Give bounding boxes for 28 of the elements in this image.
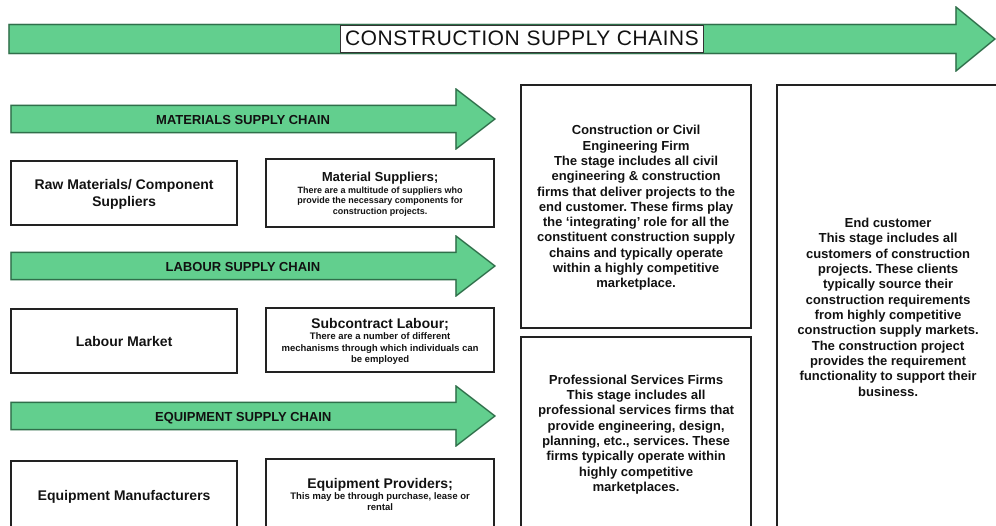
- box-heading: Subcontract Labour;: [311, 314, 449, 332]
- box-text: The stage includes all civil engineering & construction firms that deliver projects to the end customer. These firms play the ‘integrating’ role for all the constituent construction supply chains and typically operate within a highly competitive marketplace.: [536, 152, 736, 291]
- box-heading: Construction or Civil Engineering Firm: [570, 122, 702, 153]
- text-box: [776, 84, 996, 526]
- box-heading: Professional Services Firms: [548, 372, 724, 388]
- box-heading: Equipment Providers;: [307, 474, 453, 492]
- box-text: There are a multitude of suppliers who provide the necessary components for construction projects.: [296, 184, 464, 217]
- text-box: [265, 307, 495, 373]
- arrow-label: MATERIALS SUPPLY CHAIN: [156, 112, 330, 126]
- box-text: This may be through purchase, lease or rental: [289, 491, 471, 514]
- arrow-label: LABOUR SUPPLY CHAIN: [166, 258, 320, 274]
- box-heading: Raw Materials/ Component Suppliers: [34, 176, 214, 210]
- box-heading: End customer: [844, 215, 932, 230]
- text-box: [520, 336, 752, 526]
- box-text: There are a number of different mechanisms through which individuals can be employed: [281, 331, 479, 366]
- box-heading: Equipment Manufacturers: [38, 486, 210, 504]
- box-text: This stage includes all professional services firms that provide engineering, design, planning, etc., services. These firms typically operate within highly competitive marketplaces.: [537, 387, 735, 494]
- text-box: [265, 158, 495, 228]
- text-box: [10, 160, 238, 226]
- text-box: [10, 460, 238, 526]
- box-heading: Labour Market: [76, 332, 172, 350]
- box-heading: Material Suppliers;: [322, 169, 438, 185]
- arrow-label: EQUIPMENT SUPPLY CHAIN: [155, 408, 332, 424]
- box-text: This stage includes all customers of construction projects. These clients typically source their construction requirements from highly competitive construction supply markets. The construction project provides the requirement functionality to support their business.: [796, 230, 980, 399]
- banner-title: CONSTRUCTION SUPPLY CHAINS: [340, 25, 704, 53]
- text-box: [520, 84, 752, 329]
- text-box: [10, 308, 238, 374]
- text-box: [265, 458, 495, 526]
